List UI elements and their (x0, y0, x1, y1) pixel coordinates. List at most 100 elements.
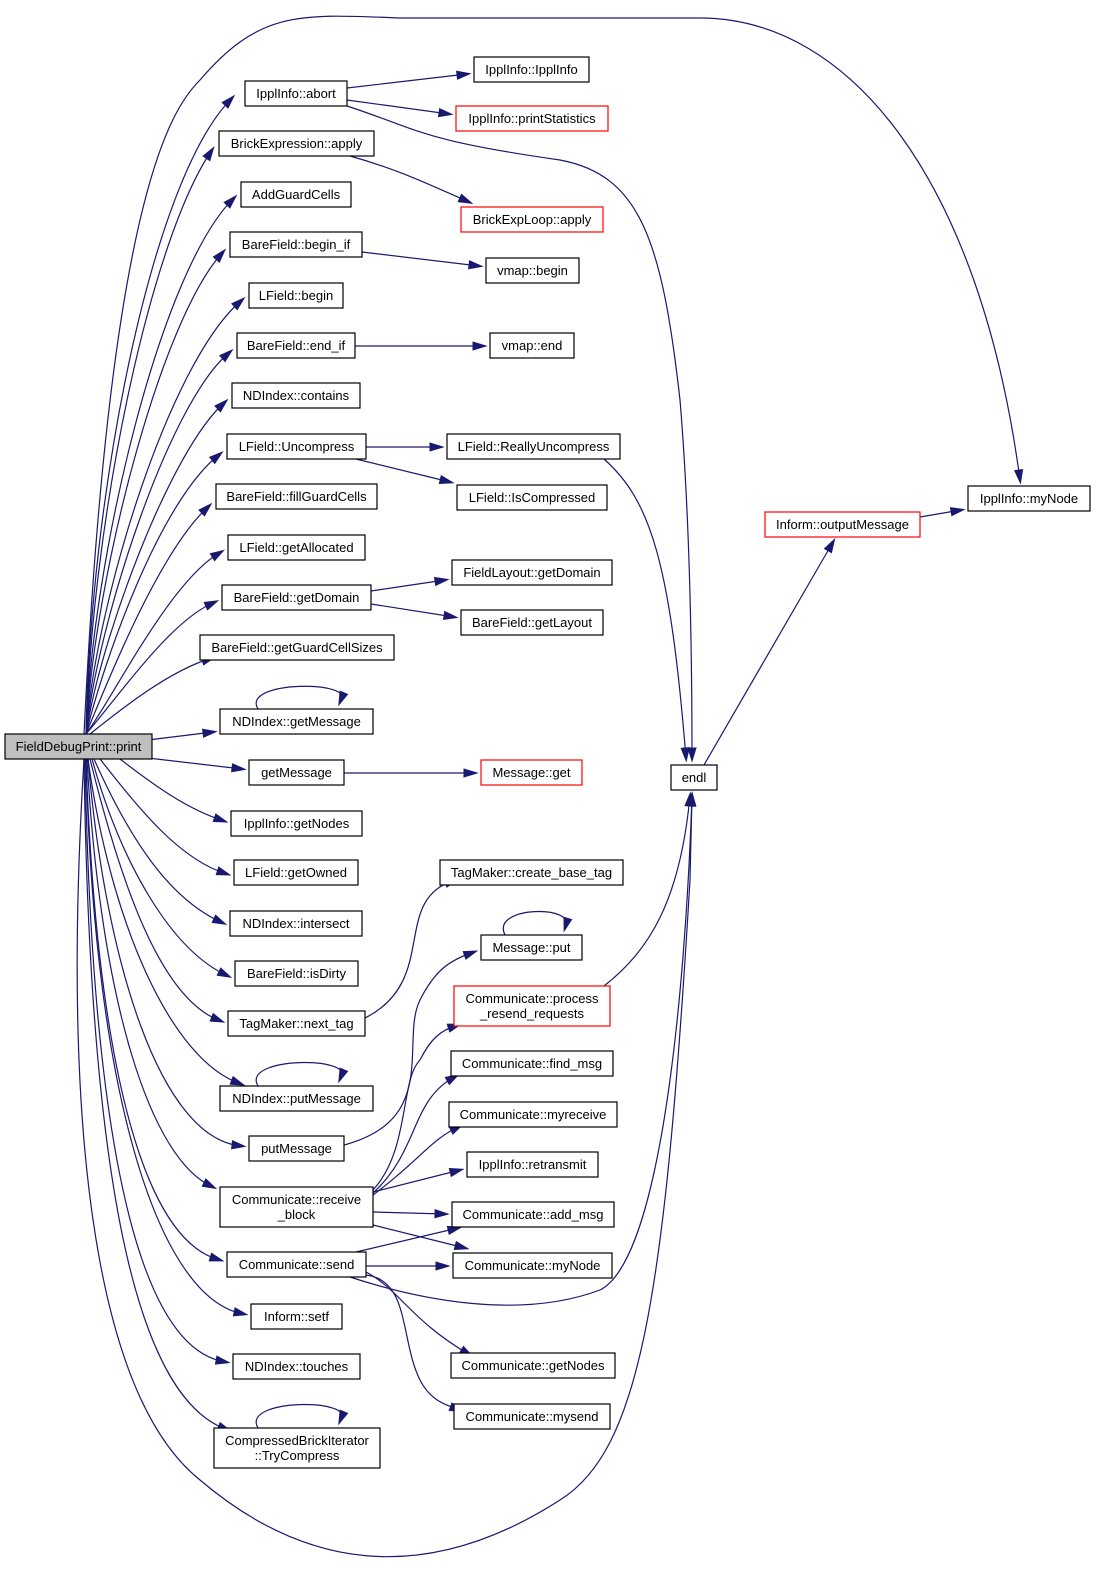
node-box[interactable] (250, 1303, 343, 1330)
node-box[interactable] (460, 609, 604, 636)
node-uncompress[interactable]: LField::Uncompress (226, 433, 367, 460)
node-addguard[interactable]: AddGuardCells (240, 181, 352, 208)
node-box[interactable] (489, 332, 575, 359)
node-box[interactable] (232, 1353, 361, 1380)
node-box[interactable] (229, 231, 363, 258)
node-box[interactable] (764, 511, 921, 538)
node-getmessage[interactable]: getMessage (248, 759, 345, 786)
node-nd-getmessage[interactable]: NDIndex::getMessage (219, 708, 374, 735)
node-trycompress[interactable]: CompressedBrickIterator::TryCompress (213, 1427, 381, 1469)
node-process-resend[interactable]: Communicate::process_resend_requests (453, 985, 611, 1027)
node-box[interactable] (226, 1251, 367, 1278)
node-ipplinfo-ctor[interactable]: IpplInfo::IpplInfo (473, 56, 590, 83)
node-box[interactable] (219, 1085, 374, 1112)
node-box[interactable] (455, 105, 609, 132)
node-box[interactable] (453, 985, 611, 1027)
node-comm-mynode[interactable]: Communicate::myNode (452, 1252, 613, 1279)
node-box[interactable] (226, 433, 367, 460)
node-contains[interactable]: NDIndex::contains (231, 382, 361, 409)
node-intersect[interactable]: NDIndex::intersect (229, 910, 363, 937)
node-begin-if[interactable]: BareField::begin_if (229, 231, 363, 258)
node-reallyuncompress[interactable]: LField::ReallyUncompress (446, 433, 621, 460)
node-box[interactable] (670, 764, 718, 791)
node-brick-apply[interactable]: BrickExpression::apply (218, 130, 375, 157)
node-box[interactable] (460, 206, 604, 233)
node-message-put[interactable]: Message::put (480, 934, 583, 961)
node-box[interactable] (244, 80, 348, 107)
node-fl-getdomain[interactable]: FieldLayout::getDomain (451, 559, 613, 586)
node-create-base-tag[interactable]: TagMaker::create_base_tag (439, 859, 624, 886)
node-box[interactable] (227, 1010, 366, 1037)
node-box[interactable] (219, 708, 374, 735)
node-touches[interactable]: NDIndex::touches (232, 1353, 361, 1380)
node-add-msg[interactable]: Communicate::add_msg (451, 1201, 615, 1228)
node-putmessage[interactable]: putMessage (248, 1135, 345, 1162)
node-box[interactable] (219, 1186, 374, 1228)
node-box[interactable] (448, 1101, 618, 1128)
node-box[interactable] (230, 810, 363, 837)
node-box[interactable] (231, 382, 361, 409)
node-box[interactable] (248, 1135, 345, 1162)
node-box[interactable] (453, 1403, 611, 1430)
node-ippl-mynode[interactable]: IpplInfo::myNode (967, 485, 1091, 512)
node-iscompressed[interactable]: LField::IsCompressed (456, 484, 608, 511)
node-box[interactable] (451, 559, 613, 586)
node-box[interactable] (227, 534, 366, 561)
node-box[interactable] (450, 1352, 616, 1379)
node-box[interactable] (480, 759, 583, 786)
node-comm-getnodes[interactable]: Communicate::getNodes (450, 1352, 616, 1379)
node-getguardsizes[interactable]: BareField::getGuardCellSizes (199, 634, 395, 661)
node-box[interactable] (451, 1201, 615, 1228)
node-next-tag[interactable]: TagMaker::next_tag (227, 1010, 366, 1037)
node-message-get[interactable]: Message::get (480, 759, 583, 786)
node-outputmessage[interactable]: Inform::outputMessage (764, 511, 921, 538)
node-end-if[interactable]: BareField::end_if (236, 332, 356, 359)
node-box[interactable] (229, 910, 363, 937)
node-mysend[interactable]: Communicate::mysend (453, 1403, 611, 1430)
node-box[interactable] (4, 733, 153, 760)
node-box[interactable] (248, 282, 344, 309)
node-getnodes[interactable]: IpplInfo::getNodes (230, 810, 363, 837)
node-lfield-begin[interactable]: LField::begin (248, 282, 344, 309)
node-nd-putmessage[interactable]: NDIndex::putMessage (219, 1085, 374, 1112)
node-root[interactable]: FieldDebugPrint::print (4, 733, 153, 760)
node-send[interactable]: Communicate::send (226, 1251, 367, 1278)
node-box[interactable] (480, 934, 583, 961)
node-box[interactable] (446, 433, 621, 460)
node-box[interactable] (473, 56, 590, 83)
node-box[interactable] (452, 1252, 613, 1279)
node-box[interactable] (240, 181, 352, 208)
node-find-msg[interactable]: Communicate::find_msg (450, 1050, 614, 1077)
node-box[interactable] (213, 1427, 381, 1469)
node-box[interactable] (234, 960, 359, 987)
node-fillguard[interactable]: BareField::fillGuardCells (215, 483, 378, 510)
node-box[interactable] (466, 1151, 599, 1178)
node-getlayout[interactable]: BareField::getLayout (460, 609, 604, 636)
node-getallocated[interactable]: LField::getAllocated (227, 534, 366, 561)
node-printstats[interactable]: IpplInfo::printStatistics (455, 105, 609, 132)
node-box[interactable] (233, 859, 359, 886)
node-myreceive[interactable]: Communicate::myreceive (448, 1101, 618, 1128)
node-box[interactable] (485, 257, 580, 284)
node-box[interactable] (236, 332, 356, 359)
node-box[interactable] (218, 130, 375, 157)
node-isdirty[interactable]: BareField::isDirty (234, 960, 359, 987)
node-retransmit[interactable]: IpplInfo::retransmit (466, 1151, 599, 1178)
node-getowned[interactable]: LField::getOwned (233, 859, 359, 886)
node-box[interactable] (439, 859, 624, 886)
node-abort[interactable]: IpplInfo::abort (244, 80, 348, 107)
node-box[interactable] (456, 484, 608, 511)
node-box[interactable] (967, 485, 1091, 512)
node-box[interactable] (450, 1050, 614, 1077)
node-getdomain[interactable]: BareField::getDomain (221, 584, 372, 611)
node-box[interactable] (215, 483, 378, 510)
node-box[interactable] (199, 634, 395, 661)
node-receive-block[interactable]: Communicate::receive_block (219, 1186, 374, 1228)
node-brickexploop[interactable]: BrickExpLoop::apply (460, 206, 604, 233)
node-vmap-end[interactable]: vmap::end (489, 332, 575, 359)
node-setf[interactable]: Inform::setf (250, 1303, 343, 1330)
node-vmap-begin[interactable]: vmap::begin (485, 257, 580, 284)
node-box[interactable] (221, 584, 372, 611)
node-endl[interactable]: endl (670, 764, 718, 791)
node-box[interactable] (248, 759, 345, 786)
